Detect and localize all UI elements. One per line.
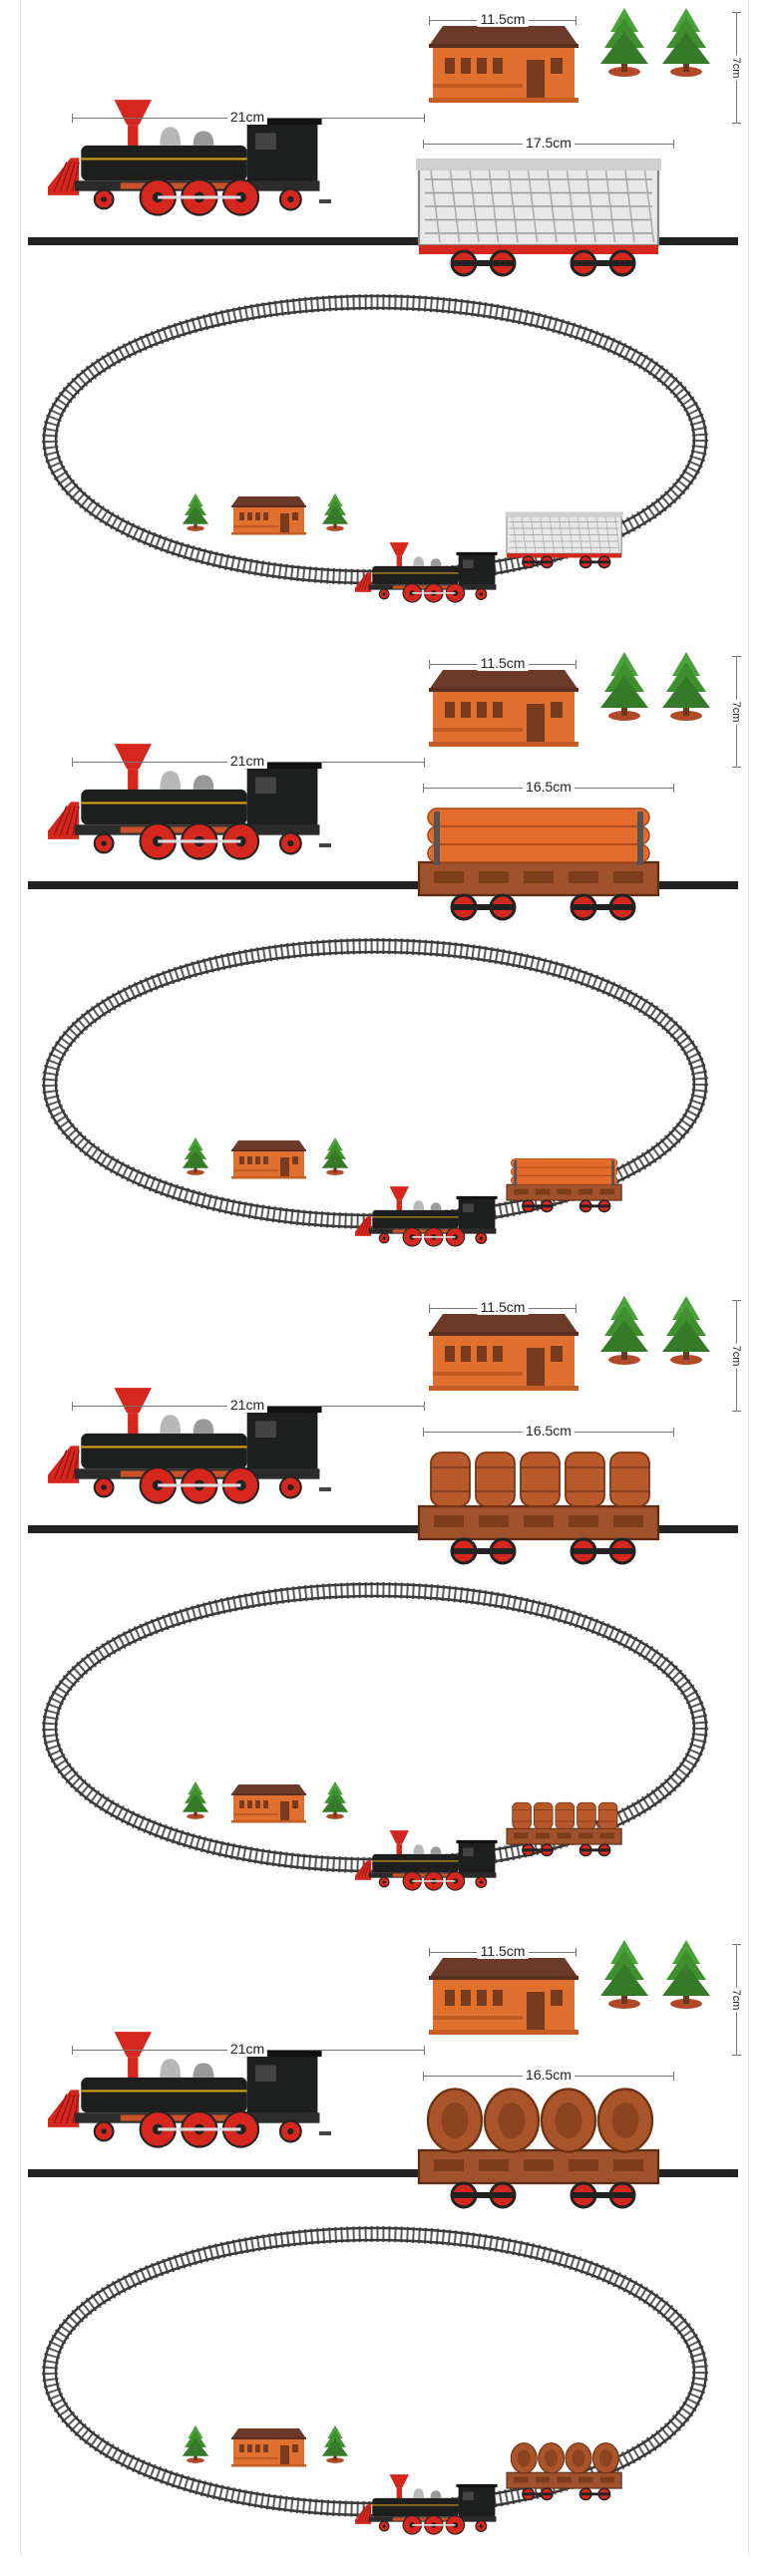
wagon-length-label: 16.5cm <box>523 779 575 795</box>
layout-tree-right <box>321 1136 349 1175</box>
layout-locomotive <box>355 2474 498 2535</box>
assembled-layout <box>42 1582 708 1891</box>
engine-length-label: 21cm <box>226 109 268 125</box>
ground-rail <box>28 2169 738 2177</box>
wagon <box>417 2088 660 2209</box>
layout-tree-right <box>321 2424 349 2463</box>
layout-station <box>231 1140 306 1179</box>
engine-length-label: 21cm <box>226 1397 268 1413</box>
station-house <box>429 670 578 747</box>
wagon-length-label: 16.5cm <box>523 1423 575 1439</box>
station-length-label: 11.5cm <box>477 1299 529 1315</box>
layout-station <box>231 2428 306 2467</box>
station-house <box>429 1958 578 2035</box>
layout-tree-right <box>321 1780 349 1819</box>
layout-tree-right <box>321 492 349 531</box>
tree-left <box>600 8 648 77</box>
locomotive <box>48 744 322 860</box>
assembled-layout <box>42 2226 708 2535</box>
tree-height-label: 7cm <box>730 699 742 725</box>
wagon <box>417 807 660 921</box>
station-house <box>429 1314 578 1391</box>
tree-left <box>600 652 648 721</box>
assembled-layout <box>42 938 708 1247</box>
catalog-strip <box>28 1940 738 2209</box>
catalog-strip <box>28 8 738 277</box>
tree-right <box>662 652 710 721</box>
left-frame-line <box>20 0 21 2555</box>
layout-tree-left <box>182 1136 209 1175</box>
layout-wagon <box>506 1801 622 1857</box>
catalog-strip <box>28 652 738 921</box>
tree-right <box>662 8 710 77</box>
tree-height-label: 7cm <box>730 1343 742 1369</box>
wagon <box>416 159 661 277</box>
wagon-length-label: 16.5cm <box>523 2067 575 2083</box>
layout-locomotive <box>355 542 498 603</box>
tree-height-label: 7cm <box>730 55 742 81</box>
layout-wagon <box>506 2442 622 2501</box>
layout-tree-left <box>182 2424 209 2463</box>
station-house <box>429 26 578 103</box>
tree-right <box>662 1296 710 1365</box>
engine-length-label: 21cm <box>226 753 268 769</box>
station-length-label: 11.5cm <box>477 655 529 671</box>
set-3: 21cm 11.5cm 16.5cm 7cm <box>20 1288 748 1932</box>
set-2: 21cm 11.5cm 16.5cm 7cm <box>20 644 748 1288</box>
layout-tree-left <box>182 492 209 531</box>
layout-locomotive <box>355 1186 498 1247</box>
layout-tree-left <box>182 1780 209 1819</box>
layout-station <box>231 496 306 535</box>
locomotive <box>48 1388 322 1504</box>
layout-locomotive <box>355 1830 498 1891</box>
ground-rail <box>28 1525 738 1533</box>
catalog-strip <box>28 1296 738 1565</box>
layout-wagon <box>505 511 623 569</box>
tree-right <box>662 1940 710 2009</box>
layout-wagon <box>506 1157 622 1213</box>
station-length-label: 11.5cm <box>477 11 529 27</box>
locomotive <box>48 2032 322 2148</box>
right-frame-line <box>748 0 749 2555</box>
wagon <box>417 1451 660 1565</box>
station-length-label: 11.5cm <box>477 1943 529 1959</box>
assembled-layout <box>42 294 708 603</box>
engine-length-label: 21cm <box>226 2041 268 2057</box>
tree-left <box>600 1940 648 2009</box>
ground-rail <box>28 237 738 245</box>
layout-station <box>231 1784 306 1823</box>
set-1: 21cm 11.5cm 17.5cm 7cm <box>20 0 748 644</box>
ground-rail <box>28 881 738 889</box>
wagon-length-label: 17.5cm <box>523 135 575 151</box>
locomotive <box>48 100 322 216</box>
tree-left <box>600 1296 648 1365</box>
set-4: 21cm 11.5cm 16.5cm 7cm <box>20 1932 748 2576</box>
tree-height-label: 7cm <box>730 1987 742 2013</box>
